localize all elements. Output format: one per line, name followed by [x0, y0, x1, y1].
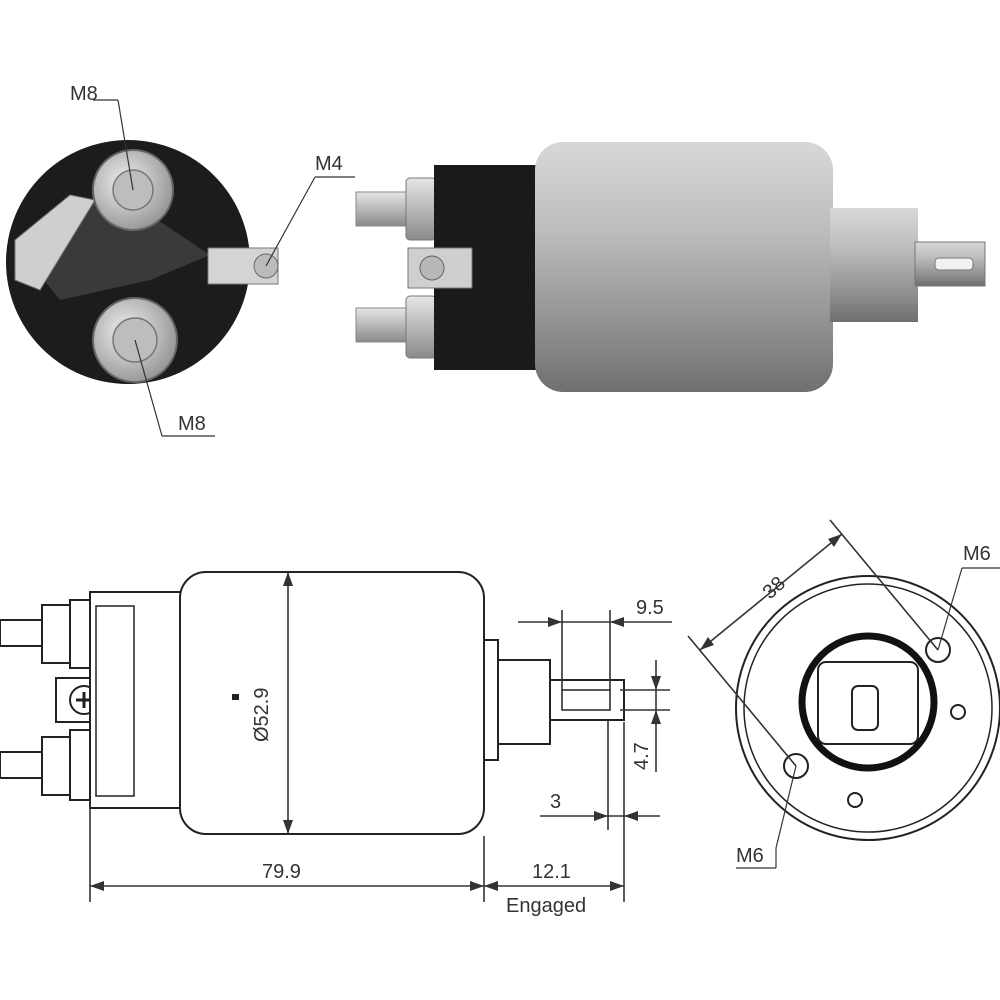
dim-offset-arrow-r: [624, 811, 638, 821]
nut-top: [405, 177, 437, 241]
dim-spacing-arrow-a: [700, 637, 714, 650]
aux-hole-bottom: [847, 792, 863, 808]
dim-spacing-line: [699, 533, 843, 651]
side-view-photo: [355, 142, 986, 392]
core-ring: [798, 632, 938, 772]
dim-spacing-ext-top: [829, 519, 939, 651]
dim-spacing-ext-bottom: [687, 635, 797, 767]
plunger-housing: [830, 208, 918, 322]
drawing-washer-top: [69, 599, 91, 669]
leader-m4: [265, 176, 316, 267]
drawing-stud-top: [0, 619, 43, 647]
drawing-body: [179, 571, 485, 835]
dim-diameter-arrow-top: [283, 572, 293, 586]
drawing-nut-top: [41, 604, 71, 664]
end-drawing: 38 M6 M6: [687, 519, 1000, 869]
dim-tab-arrow-r: [610, 617, 624, 627]
drawing-nut-bottom: [41, 736, 71, 796]
dim-slot-arrow-top: [651, 676, 661, 690]
dim-engaged-arrow-l: [484, 881, 498, 891]
leader-m6-bottom: [775, 765, 797, 849]
drawing-cap: [89, 591, 191, 809]
dim-tab-label: 9.5: [636, 597, 664, 619]
terminal-strap: [14, 194, 96, 291]
dim-tab-arrow-l: [548, 617, 562, 627]
label-m6-bottom: M6: [736, 845, 764, 867]
dim-offset-arrow-l: [594, 811, 608, 821]
dim-diameter-arrow-bottom: [283, 820, 293, 834]
dim-offset-label: 3: [550, 791, 561, 813]
drawing-nose: [483, 639, 499, 761]
leader-m8-top-diag: [117, 99, 134, 191]
dim-engaged-note: Engaged: [506, 895, 586, 917]
stud-thread-bottom: [355, 307, 415, 343]
grey-body: [535, 142, 833, 392]
aux-hole-right: [950, 704, 966, 720]
drawing-cap-inner: [95, 605, 135, 797]
label-m6-top: M6: [963, 543, 991, 565]
dim-length-arrow-r: [470, 881, 484, 891]
dim-diameter-label: Ø52.9: [251, 688, 273, 742]
label-m8-top: M8: [70, 83, 98, 105]
flange-inner: [743, 583, 993, 833]
core-slot: [851, 685, 879, 731]
stud-thread-top: [355, 191, 415, 227]
drawing-plunger-housing: [497, 659, 551, 745]
dim-engaged-label: 12.1: [532, 861, 571, 883]
dim-engaged-arrow-r: [610, 881, 624, 891]
drawing-stud-bottom: [0, 751, 43, 779]
label-m8-bottom: M8: [178, 413, 206, 435]
leader-m8-bottom: [134, 339, 163, 437]
drawing-plunger-slot: [561, 689, 611, 711]
drawing-washer-bottom: [69, 729, 91, 801]
plunger-tab-slot: [934, 257, 974, 271]
end-view-photo: M8 M4 M8: [6, 83, 355, 437]
dim-length-label: 79.9: [262, 861, 301, 883]
drawing-plunger-tab: [549, 679, 625, 721]
dim-slot-arrow-bottom: [651, 710, 661, 724]
side-tab-screw: [419, 255, 445, 281]
side-drawing: Ø52.9 79.9 12.1 Engaged 9.5 4.7 3: [0, 571, 672, 917]
dim-length-arrow-l: [90, 881, 104, 891]
nut-bottom: [405, 295, 437, 359]
label-m4: M4: [315, 153, 343, 175]
leader-m6-top: [937, 567, 963, 651]
dim-slot-label: 4.7: [631, 742, 653, 770]
drawing-body-mark: [232, 694, 239, 700]
dim-spacing-arrow-b: [828, 534, 842, 547]
